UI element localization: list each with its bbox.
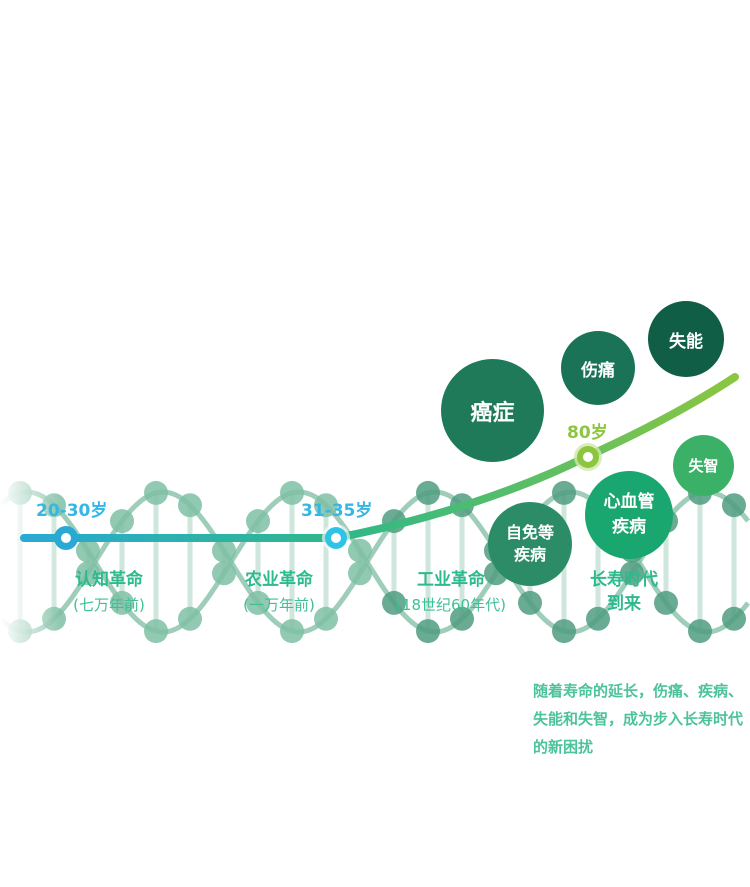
bubble-label: 失能 xyxy=(669,331,703,352)
bubble-disability: 失能 xyxy=(648,301,724,377)
era-title: 农业革命 xyxy=(245,570,313,590)
caption-note: 随着寿命的延长，伤痛、疾病、失能和失智，成为步入长寿时代的新困扰 xyxy=(533,682,744,756)
bubble-injury: 伤痛 xyxy=(561,331,635,405)
bubble-autoimmune: 自免等疾病 xyxy=(488,502,572,586)
age-marker-20-30 xyxy=(54,526,78,550)
bubble-dementia: 失智 xyxy=(673,435,734,496)
era-title: 工业革命 xyxy=(417,570,485,590)
era-title: 长寿时代 xyxy=(590,570,658,590)
bubble-label: 癌症 xyxy=(470,400,515,426)
age-label-80: 80岁 xyxy=(567,423,608,443)
age-marker-80 xyxy=(574,443,602,471)
bubble-cancer: 癌症 xyxy=(441,359,544,462)
bubble-cardiovascular: 心血管疾病 xyxy=(585,471,673,559)
era-subtitle: 到来 xyxy=(607,594,641,614)
bubble-label: 伤痛 xyxy=(581,360,615,381)
era-subtitle: (18世纪60年代) xyxy=(396,596,506,614)
era-subtitle: (一万年前) xyxy=(243,596,315,614)
bubble-label: 失智 xyxy=(688,457,719,475)
era-subtitle: (七万年前) xyxy=(73,596,145,614)
age-marker-31-35 xyxy=(322,524,350,552)
age-label-20-30: 20-30岁 xyxy=(36,501,108,521)
bubble-label: 心血管疾病 xyxy=(603,492,655,537)
bubble-label: 自免等疾病 xyxy=(505,523,554,564)
era-title: 认知革命 xyxy=(75,570,143,590)
age-label-31-35: 31-35岁 xyxy=(301,501,373,521)
lifespan-curve xyxy=(20,373,739,542)
